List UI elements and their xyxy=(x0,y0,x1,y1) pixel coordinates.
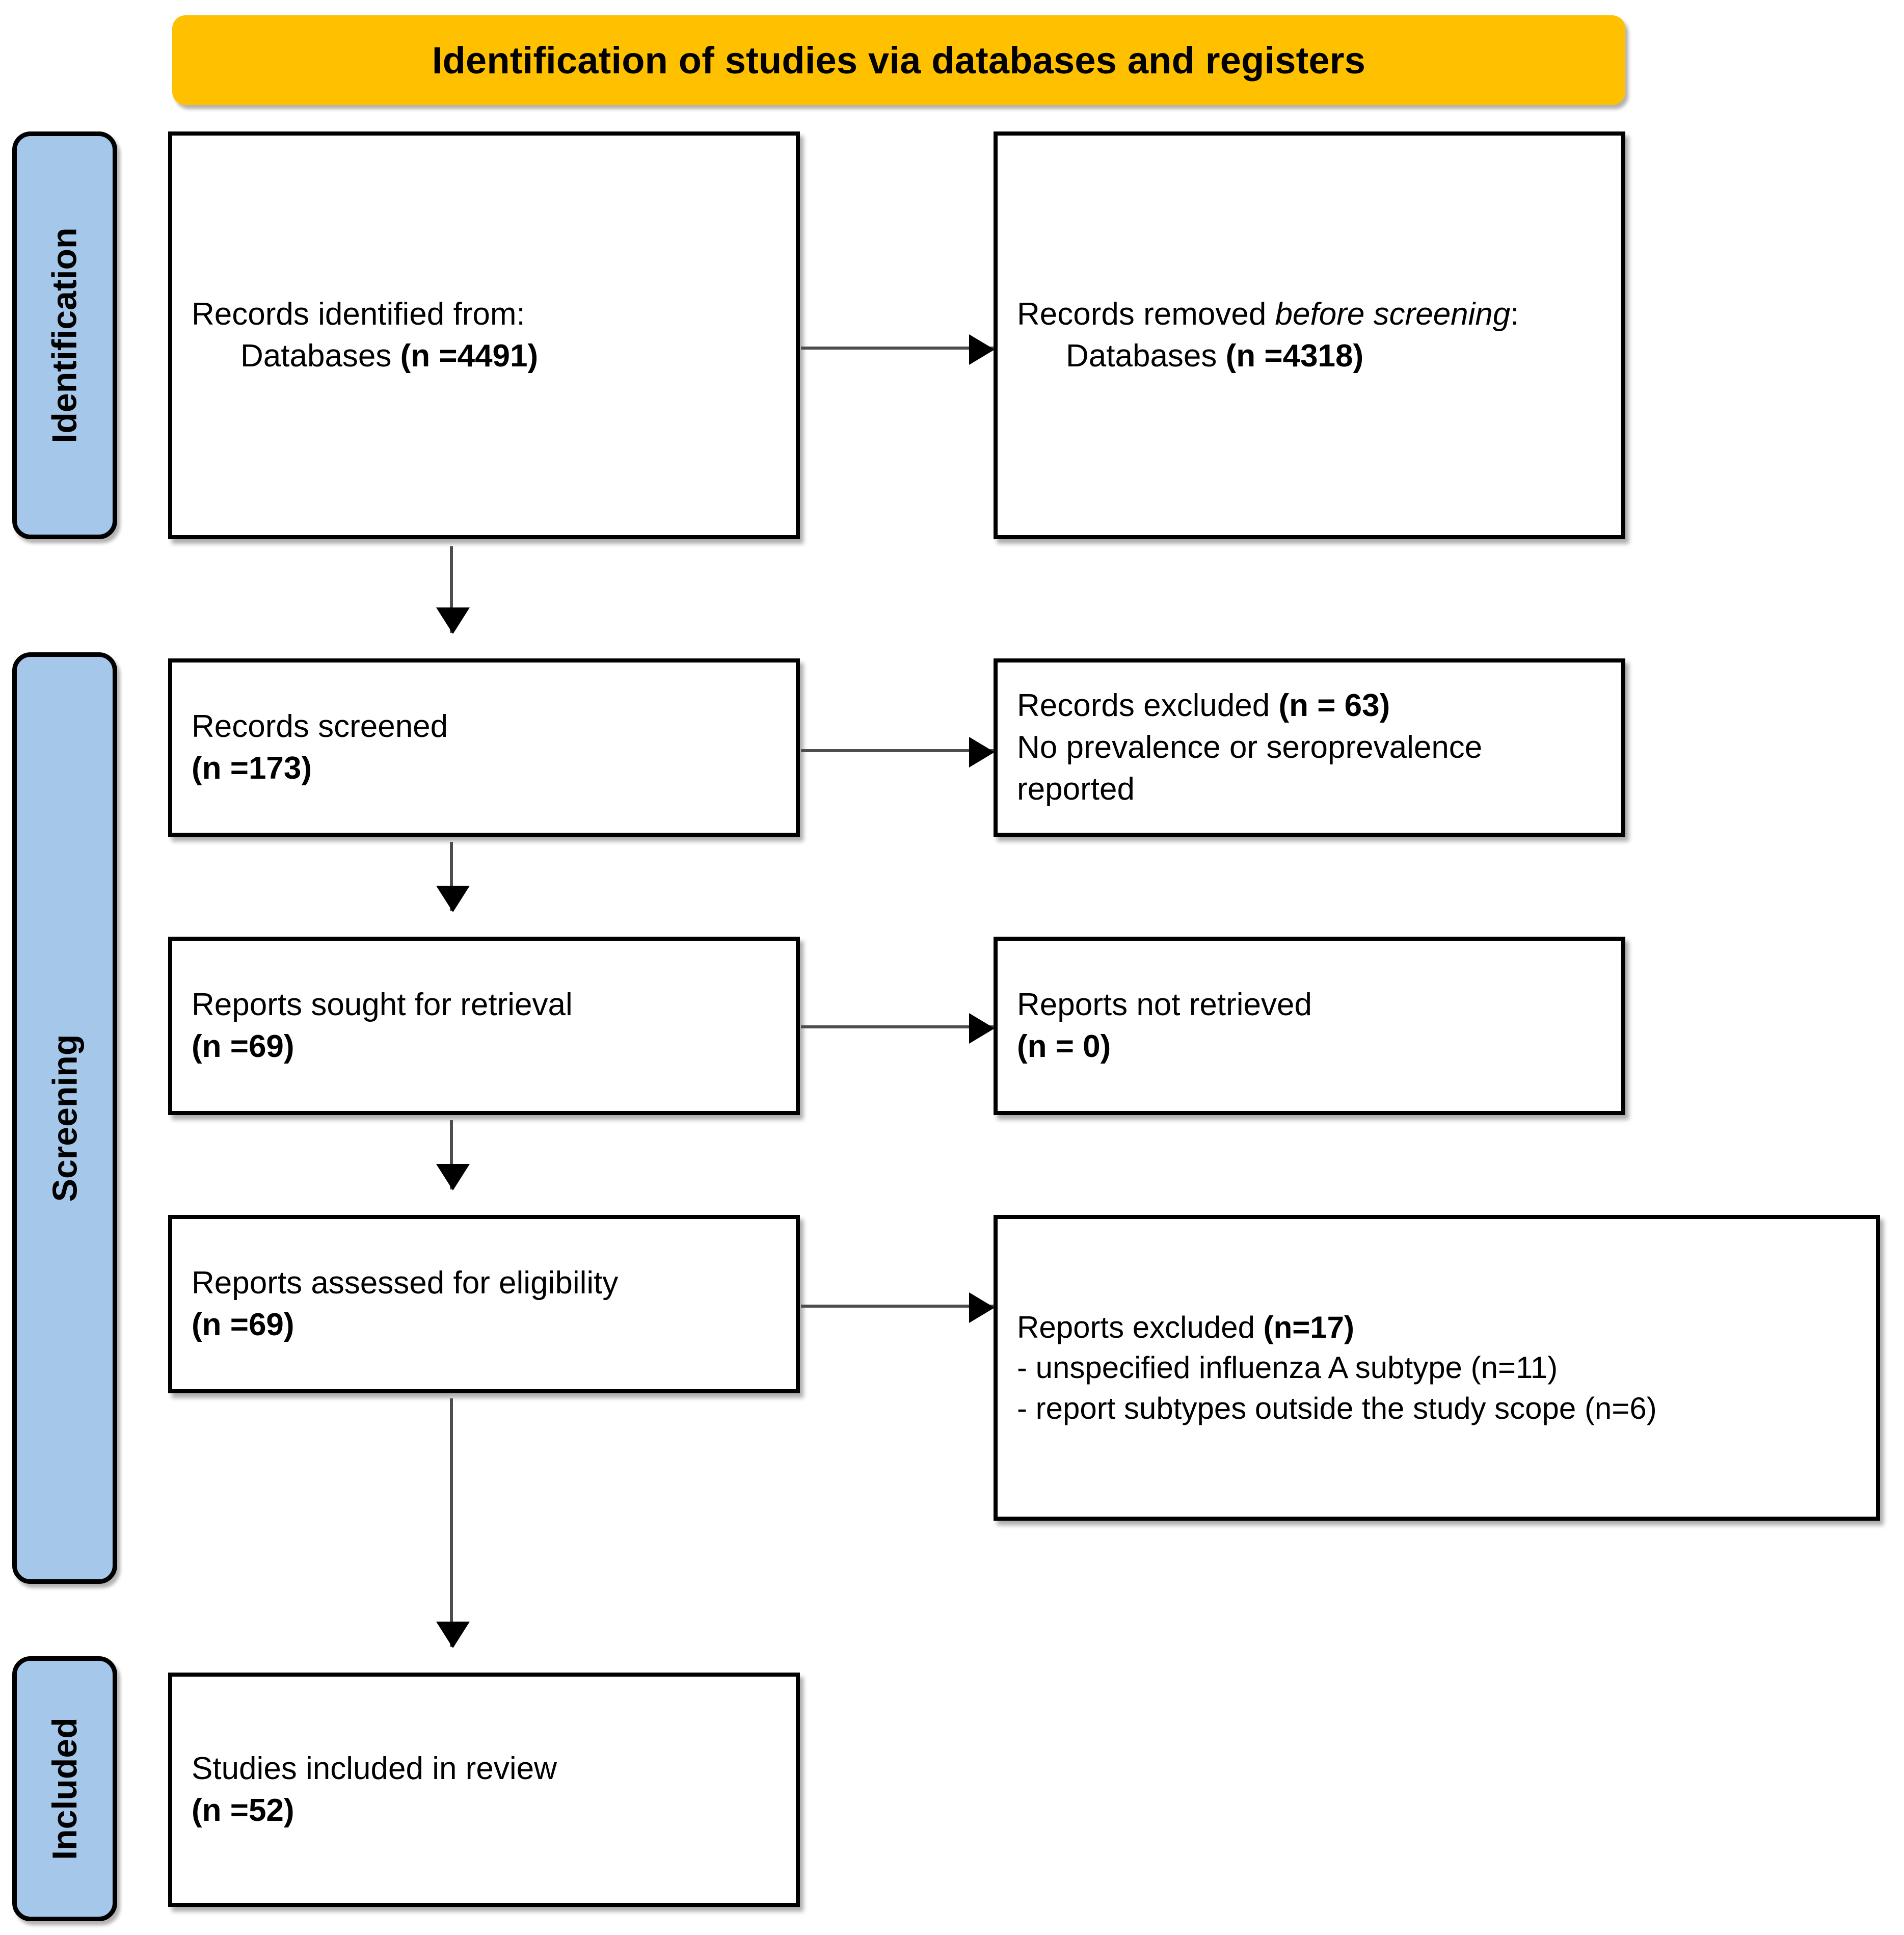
box-records-screened-text: Records screened (n =173) xyxy=(172,706,796,789)
reports-excluded-reason-1: - unspecified influenza A subtype (n=11) xyxy=(1017,1350,1558,1385)
arrow-right-assessed-to-excluded xyxy=(801,1292,995,1323)
box-reports-sought-for-retrieval: Reports sought for retrieval (n =69) xyxy=(168,937,800,1115)
records-identified-line2: Databases (n =4491) xyxy=(192,335,776,377)
reports-excluded-line1: Reports excluded (n=17) xyxy=(1017,1307,1857,1347)
box-reports-not-retrieved: Reports not retrieved (n = 0) xyxy=(994,937,1625,1115)
reports-sought-line1: Reports sought for retrieval xyxy=(192,987,573,1023)
arrow-right-screened-to-excluded xyxy=(801,737,995,767)
reports-not-retrieved-line1: Reports not retrieved xyxy=(1017,987,1312,1023)
records-removed-line1: Records removed before screening: xyxy=(1017,294,1602,335)
records-identified-source: Databases xyxy=(240,338,400,374)
arrow-down-assessed-to-included xyxy=(436,1398,470,1648)
box-studies-included-in-review: Studies included in review (n =52) xyxy=(168,1673,800,1907)
box-studies-included-text: Studies included in review (n =52) xyxy=(172,1748,796,1832)
reports-sought-count: (n =69) xyxy=(192,1029,294,1064)
box-reports-assessed-for-eligibility: Reports assessed for eligibility (n =69) xyxy=(168,1215,800,1393)
arrow-right-sought-to-not-retrieved xyxy=(801,1013,995,1044)
box-records-identified: Records identified from: Databases (n =4… xyxy=(168,131,800,539)
box-reports-excluded: Reports excluded (n=17) - unspecified in… xyxy=(994,1215,1880,1521)
reports-assessed-line1: Reports assessed for eligibility xyxy=(192,1265,619,1301)
reports-not-retrieved-count: (n = 0) xyxy=(1017,1029,1111,1064)
records-excluded-label: Records excluded xyxy=(1017,688,1279,724)
arrow-down-identified-to-screened xyxy=(436,546,470,634)
studies-included-line1: Studies included in review xyxy=(192,1751,557,1787)
records-removed-emphasis: before screening xyxy=(1275,297,1511,332)
box-records-excluded: Records excluded (n = 63) No prevalence … xyxy=(994,658,1625,837)
stage-tab-screening: Screening xyxy=(12,652,117,1584)
studies-included-count: (n =52) xyxy=(192,1793,294,1828)
box-records-removed-before-screening: Records removed before screening: Databa… xyxy=(994,131,1625,539)
reports-excluded-count: (n=17) xyxy=(1263,1310,1354,1345)
records-screened-line1: Records screened xyxy=(192,709,448,745)
records-removed-count: (n =4318) xyxy=(1225,338,1364,374)
arrow-down-sought-to-assessed xyxy=(436,1120,470,1190)
records-removed-source: Databases xyxy=(1066,338,1226,374)
stage-tab-included: Included xyxy=(12,1656,117,1921)
records-identified-count: (n =4491) xyxy=(400,338,539,374)
phase-header-banner: Identification of studies via databases … xyxy=(172,15,1625,105)
records-removed-suffix: : xyxy=(1510,297,1519,332)
records-removed-prefix: Records removed xyxy=(1017,297,1275,332)
reports-excluded-label: Reports excluded xyxy=(1017,1310,1264,1345)
records-excluded-reason: No prevalence or seroprevalence reported xyxy=(1017,730,1483,807)
box-reports-excluded-text: Reports excluded (n=17) - unspecified in… xyxy=(998,1307,1876,1428)
reports-assessed-count: (n =69) xyxy=(192,1307,294,1342)
stage-label-identification: Identification xyxy=(45,227,85,443)
stage-label-screening: Screening xyxy=(45,1034,84,1202)
stage-tab-identification: Identification xyxy=(12,131,117,539)
records-screened-count: (n =173) xyxy=(192,751,312,786)
stage-label-included: Included xyxy=(45,1717,85,1860)
box-reports-not-retrieved-text: Reports not retrieved (n = 0) xyxy=(998,984,1621,1068)
records-identified-line1: Records identified from: xyxy=(192,297,525,332)
box-records-excluded-text: Records excluded (n = 63) No prevalence … xyxy=(998,685,1621,810)
records-removed-line2: Databases (n =4318) xyxy=(1017,335,1602,377)
records-excluded-count: (n = 63) xyxy=(1278,688,1390,724)
box-records-identified-text: Records identified from: Databases (n =4… xyxy=(172,294,796,377)
box-reports-sought-text: Reports sought for retrieval (n =69) xyxy=(172,984,796,1068)
records-excluded-line1: Records excluded (n = 63) xyxy=(1017,685,1602,727)
box-reports-assessed-text: Reports assessed for eligibility (n =69) xyxy=(172,1262,796,1346)
box-records-screened: Records screened (n =173) xyxy=(168,658,800,837)
box-records-removed-text: Records removed before screening: Databa… xyxy=(998,294,1621,377)
page-title: Identification of studies via databases … xyxy=(432,39,1366,82)
arrow-right-identified-to-removed xyxy=(801,334,995,365)
arrow-down-screened-to-sought xyxy=(436,842,470,912)
reports-excluded-reason-2: - report subtypes outside the study scop… xyxy=(1017,1391,1657,1425)
